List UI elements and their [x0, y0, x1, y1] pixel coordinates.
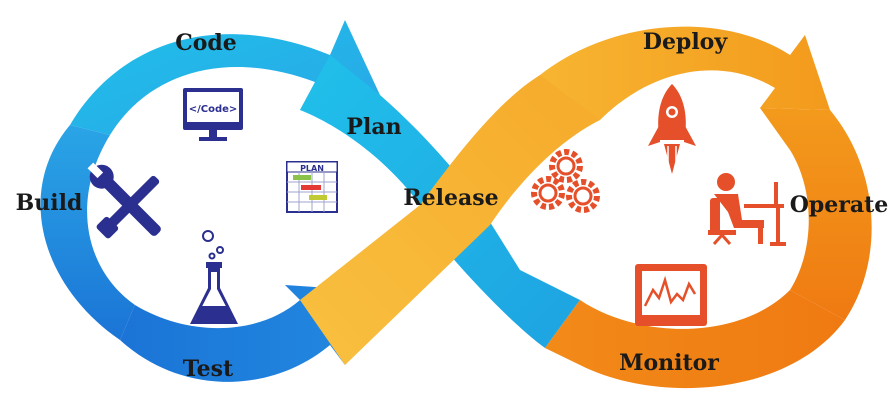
monitor-arrow-segment — [545, 290, 845, 389]
label-plan: Plan — [346, 114, 401, 140]
build-arrow-segment — [40, 125, 135, 340]
monitor-chart-icon — [635, 264, 707, 326]
code-screen-icon: </Code> — [183, 88, 243, 141]
label-test: Test — [183, 356, 234, 382]
deploy-arrow-segment — [540, 26, 830, 120]
label-monitor: Monitor — [619, 350, 719, 376]
gears-icon — [531, 149, 600, 213]
operator-desk-icon — [708, 173, 786, 246]
label-release: Release — [403, 185, 498, 211]
label-deploy: Deploy — [643, 29, 728, 55]
label-build: Build — [16, 190, 83, 216]
rocket-icon — [648, 84, 696, 174]
test-arrow-segment — [120, 285, 360, 382]
code-screen-text: </Code> — [189, 104, 238, 115]
plan-board-text: PLAN — [300, 164, 324, 173]
tools-icon — [87, 162, 161, 239]
label-operate: Operate — [790, 192, 889, 218]
plan-board-icon: PLAN — [286, 161, 338, 213]
flask-icon — [190, 230, 238, 324]
label-code: Code — [175, 30, 237, 56]
release-arrow-segment — [300, 58, 600, 365]
operate-arrow-segment — [760, 108, 872, 320]
